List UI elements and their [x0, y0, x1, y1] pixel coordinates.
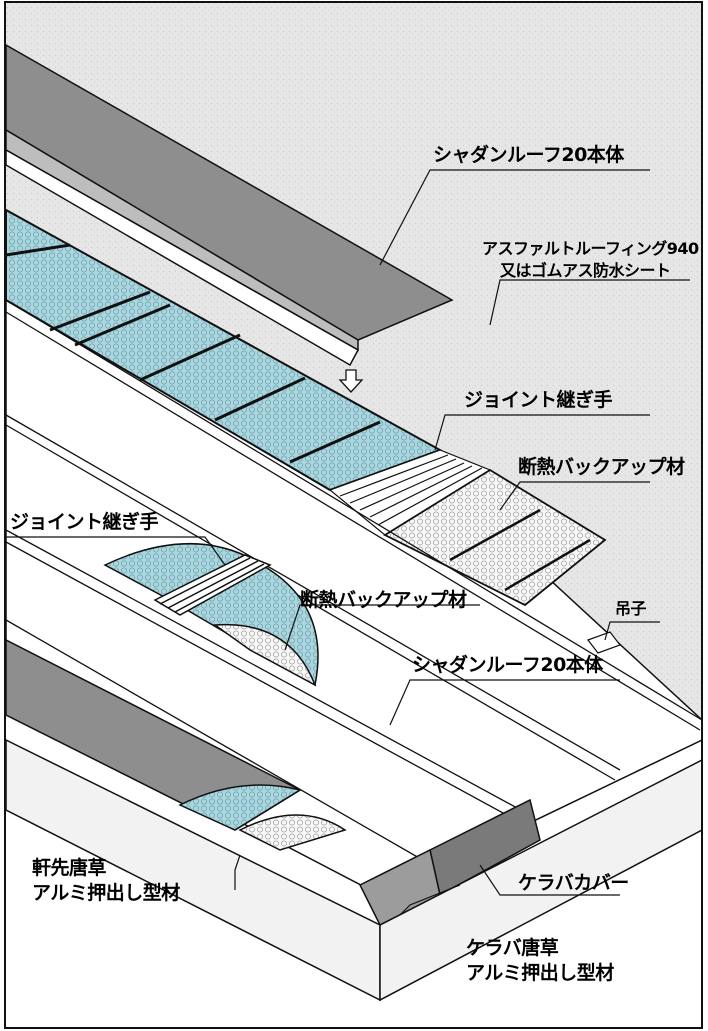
eave-label-line1: 軒先唐草	[32, 857, 107, 879]
verge-cover-label: ケラバカバー	[518, 872, 629, 894]
insulation-right	[383, 468, 607, 607]
down-arrow-icon	[338, 369, 364, 393]
upper-insulation-strip	[5, 208, 443, 492]
hanger-clip	[587, 631, 621, 654]
leader-lines	[6, 169, 690, 916]
insulation-label-left: 断熱バックアップ材	[300, 589, 467, 611]
main-body-label-top: シャダンルーフ20本体	[433, 144, 624, 166]
eave-label-line2: アルミ押出し型材	[32, 882, 180, 904]
insulation-label-right: 断熱バックアップ材	[518, 456, 685, 478]
underlay-label-line1: アスファルトルーフィング940	[482, 239, 699, 258]
verge-label-line1: ケラバ唐草	[466, 937, 559, 959]
joint-label-left: ジョイント継ぎ手	[10, 511, 159, 533]
underlay-label-line2: 又はゴムアス防水シート	[500, 261, 671, 280]
roof-ribs	[5, 299, 703, 871]
lower-roof-panel	[5, 638, 347, 851]
verge-cover-part	[358, 798, 541, 927]
joint-label-right: ジョイント継ぎ手	[464, 389, 613, 411]
roof-base-edge	[5, 738, 703, 1002]
hanger-label: 吊子	[615, 599, 647, 618]
verge-label-line2: アルミ押出し型材	[466, 962, 614, 984]
main-body-label-mid: シャダンルーフ20本体	[412, 654, 603, 676]
top-roof-panel	[5, 43, 454, 367]
left-cutaway	[103, 543, 319, 687]
